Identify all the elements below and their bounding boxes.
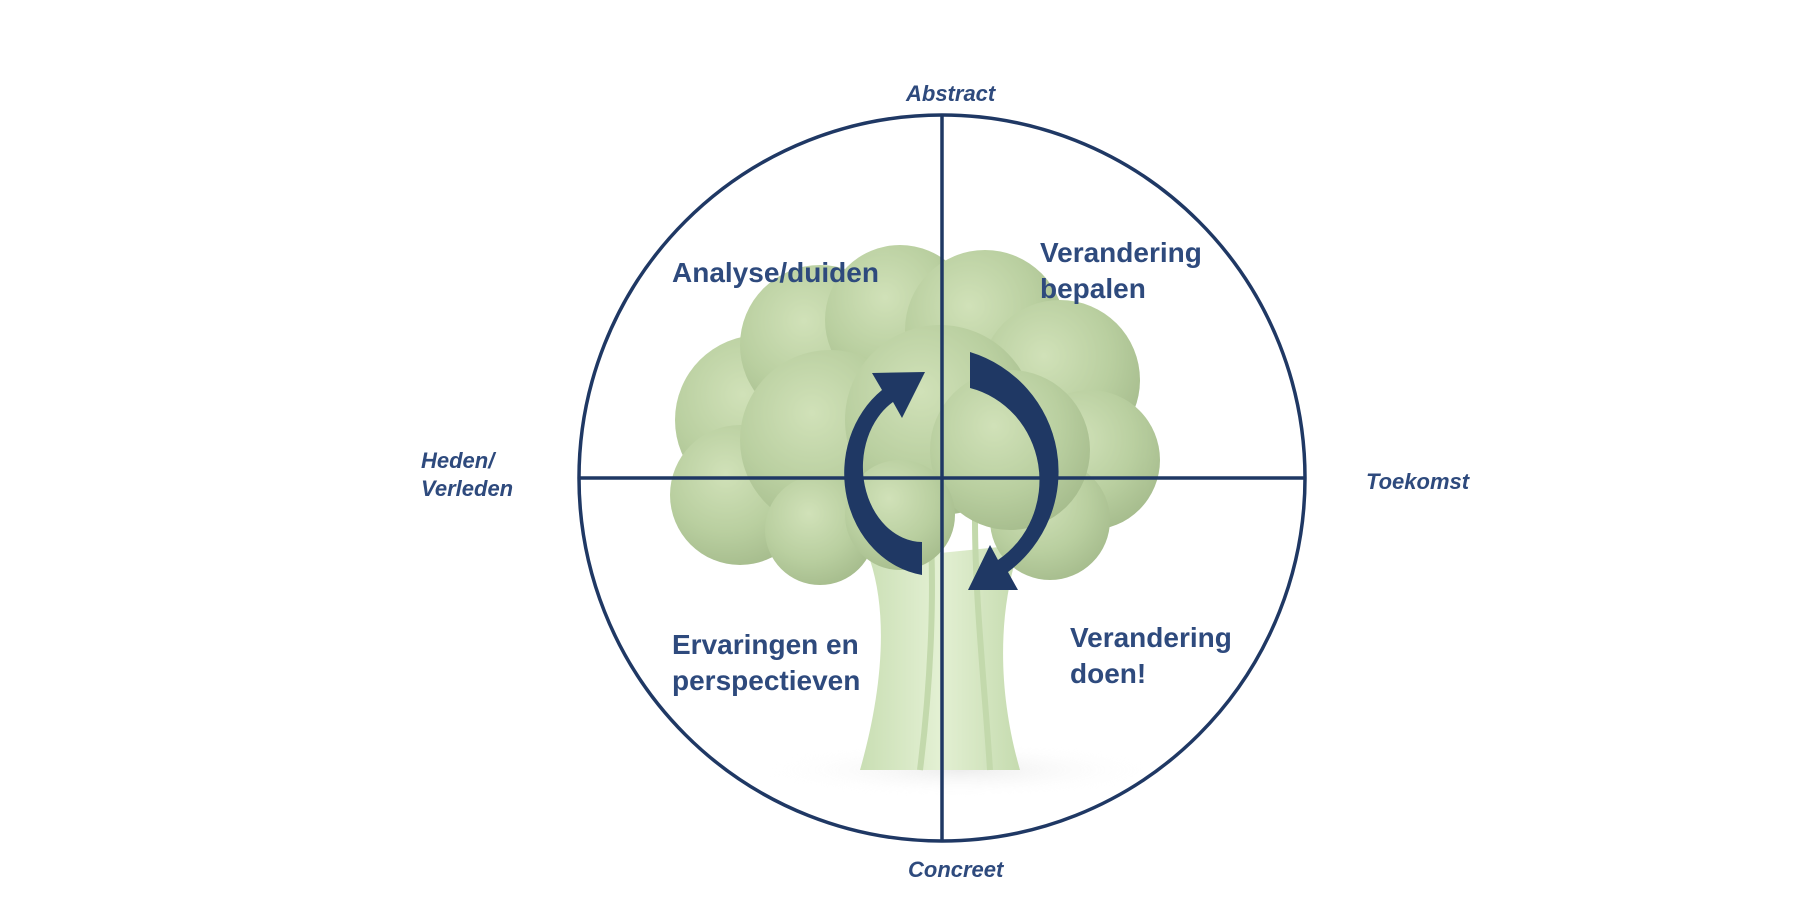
quadrant-top-left-label: Analyse/duiden: [672, 257, 879, 288]
quadrant-bottom-right-line2: doen!: [1070, 658, 1147, 689]
broccoli-icon: [670, 245, 1160, 798]
axis-label-left-line2: Verleden: [421, 476, 514, 501]
quadrant-top-right-label: Verandering bepalen: [1040, 235, 1202, 307]
cycle-arrows-icon: [844, 352, 1059, 590]
axis-label-left: Heden/ Verleden: [421, 447, 513, 503]
quadrant-bottom-left-line2: perspectieven: [672, 665, 861, 696]
axis-label-left-line1: Heden/: [421, 448, 495, 473]
quadrant-bottom-left-line1: Ervaringen en: [672, 629, 859, 660]
axis-label-right: Toekomst: [1366, 469, 1470, 494]
axis-label-bottom: Concreet: [908, 857, 1004, 882]
quadrant-bottom-left-label: Ervaringen en perspectieven: [672, 627, 860, 699]
quadrant-bottom-right-line1: Verandering: [1070, 622, 1232, 653]
quadrant-top-right-line2: bepalen: [1040, 273, 1146, 304]
axis-label-top: Abstract: [906, 81, 996, 106]
quadrant-bottom-right-label: Verandering doen!: [1070, 620, 1232, 692]
quadrant-top-right-line1: Verandering: [1040, 237, 1202, 268]
